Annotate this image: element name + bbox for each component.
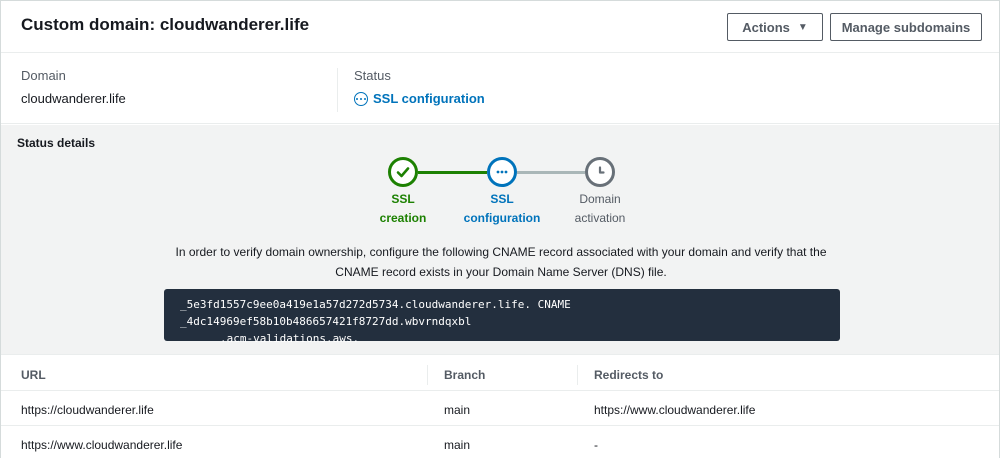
in-progress-icon xyxy=(496,170,508,174)
column-divider xyxy=(427,365,428,385)
step-ssl-creation xyxy=(388,157,418,187)
caret-down-icon: ▼ xyxy=(797,21,808,33)
in-progress-icon xyxy=(354,91,368,106)
cname-record-line1: _5e3fd1557c9ee0a419e1a57d272d5734.cloudw… xyxy=(180,298,571,328)
table-row: https://cloudwanderer.life main https://… xyxy=(1,392,999,426)
table-header: URL Branch Redirects to xyxy=(1,357,999,391)
domain-column: Domain cloudwanderer.life xyxy=(21,68,126,106)
step-ssl-configuration xyxy=(487,157,517,187)
status-details: Status details xyxy=(1,125,999,355)
status-column: Status SSL configuration xyxy=(354,68,485,106)
step-connector-pending xyxy=(517,171,585,174)
column-divider xyxy=(577,365,578,385)
manage-subdomains-button[interactable]: Manage subdomains xyxy=(830,13,982,41)
step-connector-complete xyxy=(418,171,487,174)
check-icon xyxy=(396,167,410,178)
step-domain-activation xyxy=(585,157,615,187)
cell-url: https://cloudwanderer.life xyxy=(21,403,154,417)
cname-record-line2: .acm-validations.aws. xyxy=(220,332,360,345)
column-divider xyxy=(337,68,338,112)
status-link[interactable]: SSL configuration xyxy=(354,91,485,106)
actions-button[interactable]: Actions ▼ xyxy=(727,13,823,41)
cell-branch: main xyxy=(444,438,471,452)
page-title: Custom domain: cloudwanderer.life xyxy=(21,15,310,34)
step-label-domain-activation: Domain activation xyxy=(574,192,626,225)
step-label-ssl-configuration: SSL configuration xyxy=(463,192,541,225)
cell-branch: main xyxy=(444,403,471,417)
column-header-url: URL xyxy=(21,368,46,382)
verification-instructions: In order to verify domain ownership, con… xyxy=(175,245,827,279)
domain-info: Domain cloudwanderer.life Status SSL con… xyxy=(1,54,999,124)
clock-icon xyxy=(598,166,605,174)
table-row: https://www.cloudwanderer.life main - xyxy=(1,427,999,458)
domain-label: Domain xyxy=(21,68,66,83)
status-value: SSL configuration xyxy=(373,91,485,106)
status-details-title: Status details xyxy=(17,136,96,150)
cell-url: https://www.cloudwanderer.life xyxy=(21,438,183,452)
column-header-redirects: Redirects to xyxy=(594,368,664,382)
step-label-ssl-creation: SSL creation xyxy=(379,192,427,225)
column-header-branch: Branch xyxy=(444,368,486,382)
actions-button-label: Actions xyxy=(742,19,790,35)
status-label: Status xyxy=(354,68,391,83)
cell-redirect: https://www.cloudwanderer.life xyxy=(594,403,756,417)
panel-header: Custom domain: cloudwanderer.life Action… xyxy=(1,1,999,53)
cname-record-code[interactable]: _5e3fd1557c9ee0a419e1a57d272d5734.cloudw… xyxy=(164,289,840,345)
cell-redirect: - xyxy=(594,438,598,452)
progress-stepper: SSL creation SSL configuration Domain ac… xyxy=(341,157,661,237)
domain-value: cloudwanderer.life xyxy=(21,91,126,106)
